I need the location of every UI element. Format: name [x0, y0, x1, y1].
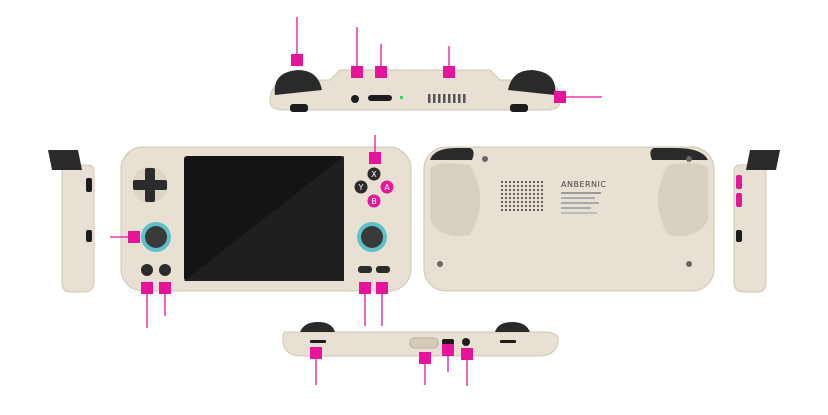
callout-top-right-shoulder [554, 91, 602, 103]
button-y [354, 180, 368, 194]
left-analog-stick [141, 222, 171, 252]
front-view: X Y A B [120, 146, 412, 292]
callout-top-volume [375, 44, 387, 78]
callout-bottom-sd-slot [419, 352, 431, 385]
button-a [380, 180, 394, 194]
button-b [367, 194, 381, 208]
button-b-label: B [371, 197, 377, 206]
left-function-buttons [141, 264, 171, 276]
button-x [367, 167, 381, 181]
callout-front-right-buttons [359, 282, 388, 326]
face-buttons: X Y A B [354, 167, 394, 208]
callout-bottom-usb [442, 344, 454, 372]
top-vent [428, 94, 466, 103]
button-a-label: A [384, 183, 390, 192]
left-side-view [48, 150, 95, 293]
top-edge-view [269, 69, 561, 112]
button-y-label: Y [358, 183, 364, 192]
dpad [132, 167, 168, 203]
speaker-grill [500, 180, 544, 212]
top-volume-rocker [368, 95, 392, 101]
bottom-edge-view [282, 322, 559, 357]
right-side-view [733, 150, 780, 293]
callout-front-left-stick [110, 231, 140, 243]
sd-card-slot [409, 337, 439, 349]
callout-bottom-left-speaker [310, 347, 322, 385]
bottom-headphone-jack [462, 338, 470, 346]
button-x-label: X [371, 170, 377, 179]
right-analog-stick [357, 222, 387, 252]
top-headphone-jack [351, 95, 359, 103]
power-led [400, 96, 403, 99]
callout-bottom-headphone [461, 348, 473, 386]
right-function-buttons [358, 266, 390, 273]
back-view: ANBERNIC [423, 146, 715, 292]
callout-top-headphone [351, 27, 363, 78]
callout-top-left-shoulder [291, 17, 303, 66]
usb-c-port [442, 339, 454, 345]
brand-logo-text: ANBERNIC [561, 180, 607, 189]
callout-top-vent [443, 46, 455, 78]
callout-front-face-buttons [369, 135, 381, 164]
callout-front-left-buttons [141, 282, 171, 328]
